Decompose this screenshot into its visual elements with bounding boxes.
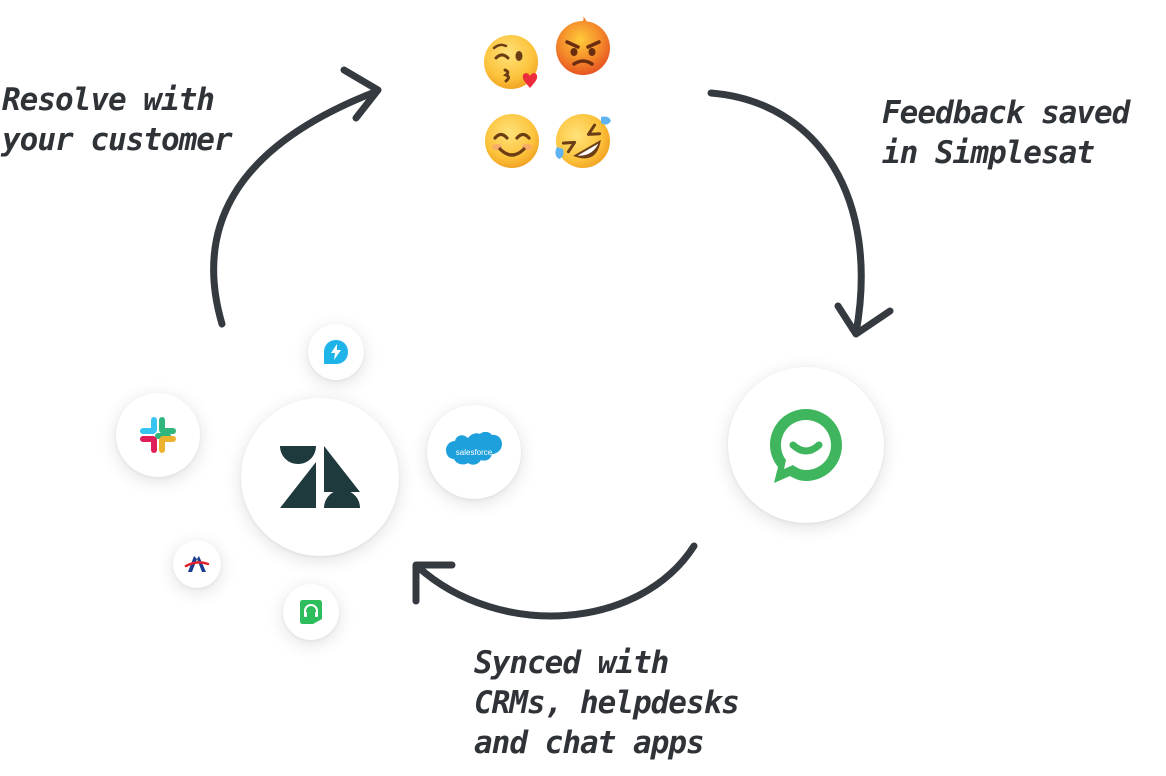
arrowhead-feedback [834,302,894,338]
aircall-logo [184,556,210,572]
arrowhead-resolve [340,66,382,122]
resolve-label: Resolve with your customer [2,80,233,160]
arrow-synced [414,542,698,620]
synced-label-line-1: Synced with [474,645,669,681]
arrow-feedback [707,89,865,337]
feedback-label: Feedback saved in Simplesat [882,93,1130,173]
zendesk-logo-circle[interactable] [241,398,399,556]
synced-label-line-2: CRMs, helpdesks [474,685,740,721]
resolve-label-line-1: Resolve with [2,82,215,118]
freshdesk-logo-circle[interactable] [308,324,364,380]
smiling-emoji [485,114,539,168]
synced-label: Synced with CRMs, helpdesks and chat app… [474,643,740,763]
zendesk-logo [280,446,360,508]
kissing-heart-emoji [484,35,538,89]
helpscout-logo-circle[interactable] [283,584,339,640]
resolve-label-line-2: your customer [2,122,233,158]
arrow-resolve [210,88,379,328]
freshdesk-logo [324,340,348,364]
helpscout-logo [300,600,322,624]
synced-label-line-3: and chat apps [474,725,705,761]
rolling-laughing-emoji [555,114,611,168]
slack-logo-circle[interactable] [116,393,200,477]
feedback-label-line-1: Feedback saved [882,95,1130,131]
salesforce-logo-circle[interactable]: salesforce [427,405,521,499]
angry-fire-emoji [556,16,610,75]
arrowhead-synced [412,561,456,605]
aircall-logo-circle[interactable] [173,540,221,588]
salesforce-logo: salesforce [446,432,502,465]
feedback-label-line-2: in Simplesat [882,135,1095,171]
simplesat-logo [770,409,842,483]
salesforce-logo-text: salesforce [456,448,493,457]
slack-logo [140,417,176,453]
simplesat-logo-circle [728,367,884,523]
